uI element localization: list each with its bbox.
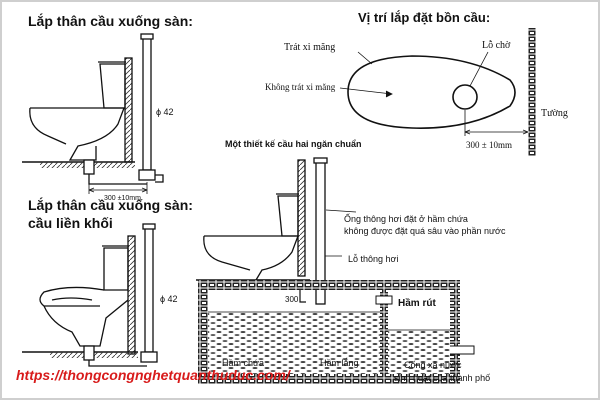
septic-design-title: Một thiết kế cầu hai ngăn chuẩn bbox=[225, 139, 362, 149]
settling-chamber-label: Hầm lắng bbox=[320, 358, 359, 368]
vent-pipe-onepiece bbox=[140, 223, 158, 363]
wall-plan bbox=[528, 28, 536, 156]
drain-hole-label: Lỗ chờ bbox=[482, 40, 511, 51]
pipe-diameter-onepiece: ϕ 42 bbox=[160, 294, 178, 304]
suction-chamber-label: Hầm rút bbox=[398, 297, 436, 309]
floor-mount-title: Lắp thân cầu xuống sàn: bbox=[28, 12, 193, 29]
no-plaster-label: Không trát xi măng bbox=[265, 82, 336, 92]
storage-chamber-label: Hầm chứa bbox=[222, 358, 264, 368]
toilet-side-view-onepiece bbox=[22, 235, 147, 367]
dimension-300-top: 300 ±10mm bbox=[104, 195, 141, 202]
wall-label: Tường bbox=[541, 108, 568, 119]
dimension-300-plan: 300 ± 10mm bbox=[466, 140, 512, 150]
onepiece-title-line1: Lắp thân cầu xuống sàn: bbox=[28, 196, 193, 213]
vent-hole-label: Lỗ thông hơi bbox=[348, 254, 398, 264]
vent-pipe-top bbox=[138, 33, 164, 183]
vent-pipe-septic bbox=[313, 157, 328, 305]
plan-leader-lines bbox=[339, 51, 529, 136]
onepiece-title-line2: cầu liền khối bbox=[28, 215, 113, 231]
install-position-title: Vị trí lắp đặt bồn cầu: bbox=[358, 10, 490, 25]
septic-tank bbox=[198, 280, 475, 384]
vent-note-leader bbox=[325, 209, 357, 213]
vent-note-line2: không được đặt quá sâu vào phần nước bbox=[344, 226, 506, 236]
plaster-label: Trát xi măng bbox=[284, 42, 335, 53]
toilet-side-view-top bbox=[22, 57, 147, 185]
watermark-url: https://thongcongnghetquanthuduc.com/ bbox=[16, 367, 292, 383]
dimension-line-top bbox=[88, 182, 148, 194]
toilet-plan-view bbox=[347, 55, 516, 129]
pipe-diameter-top: ϕ 42 bbox=[156, 107, 174, 117]
drain-label-line1: Cống xả nước bbox=[404, 360, 462, 370]
dimension-300-septic: 300 bbox=[285, 295, 299, 304]
vent-note-line1: Ống thông hơi đặt ở hầm chứa bbox=[344, 213, 468, 224]
drain-label-line2: sinh hoạt của thành phố bbox=[394, 373, 490, 383]
toilet-septic bbox=[196, 159, 310, 281]
